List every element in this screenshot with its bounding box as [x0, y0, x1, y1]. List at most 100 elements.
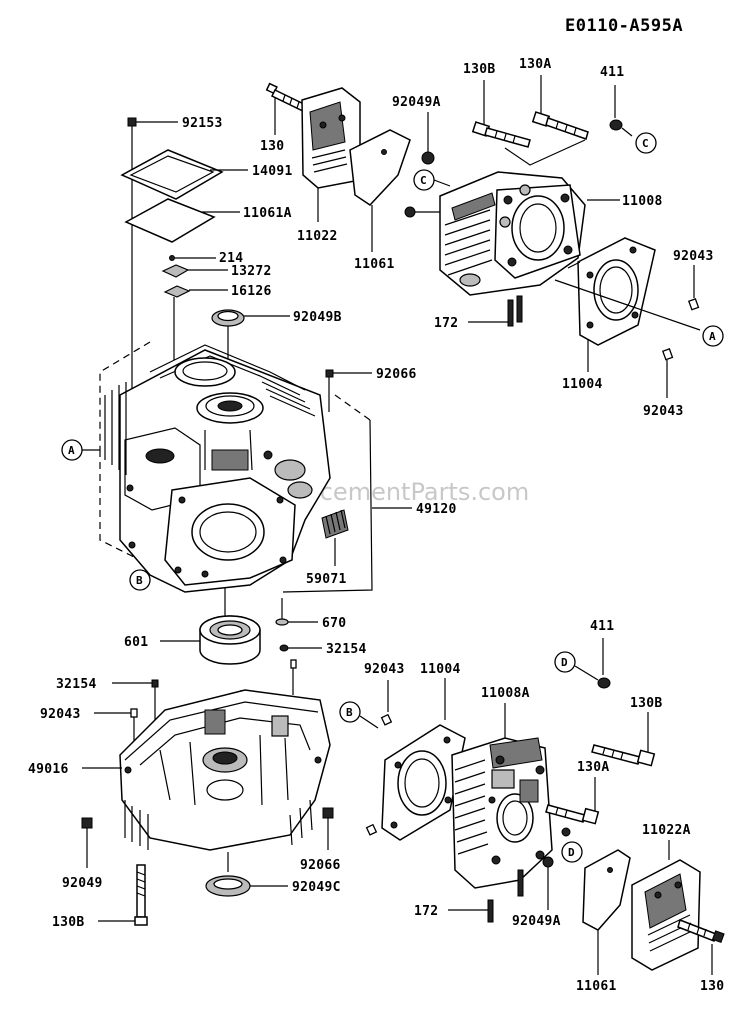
label-11004-bottom: 11004	[420, 662, 461, 677]
breather-plate-group	[120, 117, 290, 395]
svg-text:D: D	[561, 656, 568, 669]
label-172-top: 172	[434, 316, 458, 331]
gasket-11061-bottom	[582, 849, 631, 975]
crankcase-49016	[82, 644, 331, 851]
svg-text:A: A	[68, 444, 75, 457]
dowel-32154-left	[151, 679, 159, 688]
label-11004-top: 11004	[562, 377, 603, 392]
label-11008: 11008	[622, 194, 663, 209]
svg-text:C: C	[642, 137, 649, 150]
label-670: 670	[322, 616, 346, 631]
label-49120: 49120	[416, 502, 457, 517]
pin-92043-top-right	[687, 265, 700, 311]
label-130A-right: 130A	[577, 760, 610, 775]
gasket-11061-top	[349, 129, 411, 252]
label-92066-top: 92066	[376, 367, 417, 382]
label-92153: 92153	[182, 116, 223, 131]
label-92043-bottom: 92043	[364, 662, 405, 677]
label-92049A-top: 92049A	[392, 95, 441, 110]
callout-d-bottom	[561, 841, 583, 863]
svg-text:B: B	[136, 574, 143, 587]
spring-59071	[321, 509, 349, 539]
label-11022A: 11022A	[642, 823, 691, 838]
label-130-bottom: 130	[700, 979, 724, 994]
label-49016: 49016	[28, 762, 69, 777]
label-32154-left: 32154	[56, 677, 97, 692]
cover-11022A	[631, 840, 701, 971]
label-14091: 14091	[252, 164, 293, 179]
label-16126: 16126	[231, 284, 272, 299]
gasket-11004-bottom	[381, 678, 466, 841]
label-92049: 92049	[62, 876, 103, 891]
callout-a-right	[702, 325, 724, 347]
cylinder-head-11008A	[451, 703, 553, 889]
bolt-130B-bottom	[98, 864, 148, 926]
seal-92049C	[205, 852, 288, 897]
svg-text:A: A	[709, 330, 716, 343]
ring-670	[275, 618, 289, 626]
pin-92043-bottom	[365, 680, 393, 836]
plug-92066-bottom	[322, 807, 334, 850]
label-92049B: 92049B	[293, 310, 342, 325]
label-92043-top-right: 92043	[673, 249, 714, 264]
bolt-130-bottom	[677, 919, 725, 975]
label-11061A: 11061A	[243, 206, 292, 221]
callout-d-top	[554, 651, 576, 673]
label-92049A-bottom: 92049A	[512, 914, 561, 929]
bolt-130B-right	[591, 712, 656, 767]
label-130B-bottom-left: 130B	[52, 915, 85, 930]
pin-92043-left	[130, 708, 138, 718]
dowel-32154-right	[279, 644, 289, 652]
label-11008A: 11008A	[481, 686, 530, 701]
label-59071: 59071	[306, 572, 347, 587]
label-13272: 13272	[231, 264, 272, 279]
seal-92049A-top	[421, 112, 435, 165]
label-11022: 11022	[297, 229, 338, 244]
label-172-bottom: 172	[414, 904, 438, 919]
label-32154-right: 32154	[326, 642, 367, 657]
washer-411-top	[609, 85, 633, 137]
svg-text:D: D	[568, 846, 575, 859]
diagram-code: E0110-A595A	[565, 16, 683, 36]
crankcase-49120	[99, 341, 412, 626]
label-130B-right: 130B	[630, 696, 663, 711]
pin-214	[169, 255, 175, 261]
pin-172-bottom	[448, 869, 524, 923]
callout-b-right	[339, 701, 361, 723]
bolt-130A-right	[545, 777, 600, 825]
label-130B-top: 130B	[463, 62, 496, 77]
plug-92066-top	[325, 369, 334, 378]
label-411-top: 411	[600, 65, 624, 80]
callout-b-left	[129, 569, 151, 591]
washer-411-bottom	[597, 638, 611, 689]
bolts-130B-130A-top	[471, 75, 589, 166]
label-411-bottom: 411	[590, 619, 614, 634]
label-92066-bottom: 92066	[300, 858, 341, 873]
gasket-14091	[120, 149, 224, 200]
pin-172-top	[468, 295, 523, 327]
label-11061-bottom: 11061	[576, 979, 617, 994]
seal-92049A-bottom	[542, 827, 571, 910]
label-601: 601	[124, 635, 148, 650]
label-214: 214	[219, 251, 243, 266]
label-130A-top: 130A	[519, 57, 552, 72]
label-92049C: 92049C	[292, 880, 341, 895]
bolt-92153	[127, 117, 137, 127]
label-11061-top: 11061	[354, 257, 395, 272]
gasket-11004-top	[554, 237, 701, 372]
plate-11061A	[124, 198, 216, 243]
svg-text:B: B	[346, 706, 353, 719]
svg-text:C: C	[420, 174, 427, 187]
callout-c-top	[635, 132, 657, 154]
pin-92043-lower-right	[661, 348, 674, 398]
plug-92049	[81, 817, 93, 868]
label-92043-lower-right: 92043	[643, 404, 684, 419]
label-130-top: 130	[260, 139, 284, 154]
bearing-601	[160, 588, 261, 665]
bolt-head-left	[404, 206, 440, 218]
label-92043-left: 92043	[40, 707, 81, 722]
gasket-16126	[163, 285, 191, 298]
plate-13272	[161, 264, 190, 278]
